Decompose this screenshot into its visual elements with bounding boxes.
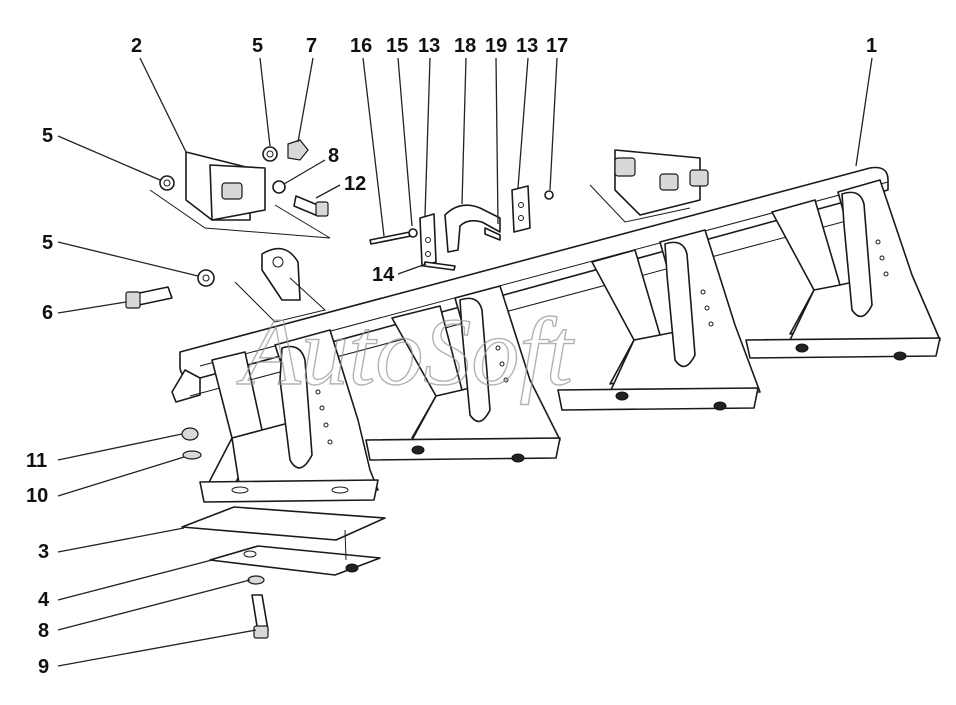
- callout-12: 12: [344, 173, 366, 195]
- bracket-3: [557, 229, 761, 411]
- callout-5-c: 5: [42, 232, 53, 254]
- latch-assembly: [369, 185, 554, 271]
- callout-10: 10: [26, 485, 48, 507]
- callout-13: 13: [418, 35, 440, 57]
- callout-8-b: 8: [38, 620, 49, 642]
- clamp-assembly: [149, 139, 331, 239]
- leader-lines: [57, 57, 873, 667]
- callout-16: 16: [350, 35, 372, 57]
- callout-2: 2: [131, 35, 142, 57]
- lower-plate-stack: [181, 427, 386, 639]
- bracket-2: [365, 285, 561, 463]
- lug-bracket: [125, 247, 327, 323]
- callout-14: 14: [372, 264, 395, 286]
- callout-9: 9: [38, 656, 49, 678]
- callout-7: 7: [306, 35, 317, 57]
- callout-labels: 2 5 7 16 15 13 18 19 13 17 1 5 8 12 5 14…: [26, 35, 877, 678]
- bracket-1: [199, 329, 379, 503]
- callout-4: 4: [38, 589, 50, 611]
- callout-1: 1: [866, 35, 877, 57]
- callout-5-b: 5: [42, 125, 53, 147]
- clamp-assembly-right: [589, 149, 709, 223]
- callout-18: 18: [454, 35, 476, 57]
- bracket-4: [745, 179, 941, 361]
- watermark: AutoSoft: [236, 298, 575, 405]
- callout-19: 19: [485, 35, 507, 57]
- callout-17: 17: [546, 35, 568, 57]
- callout-8: 8: [328, 145, 339, 167]
- callout-6: 6: [42, 302, 53, 324]
- callout-11: 11: [26, 450, 47, 472]
- callout-5: 5: [252, 35, 263, 57]
- callout-13-b: 13: [516, 35, 538, 57]
- callout-15: 15: [386, 35, 408, 57]
- callout-3: 3: [38, 541, 49, 563]
